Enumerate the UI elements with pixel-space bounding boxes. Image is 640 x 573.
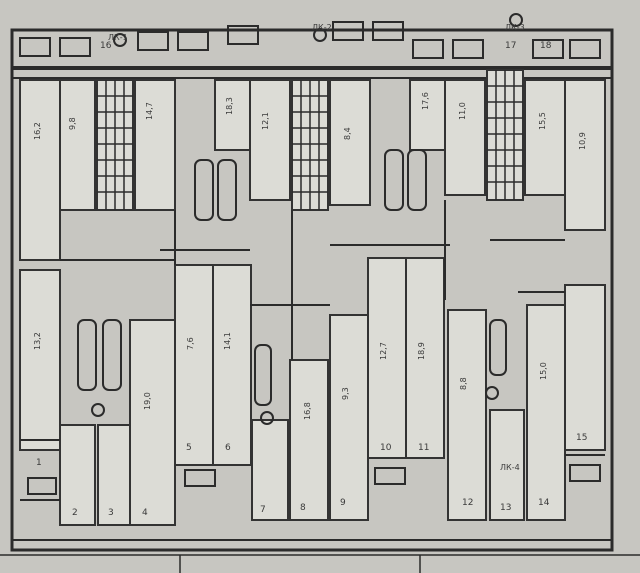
room-area-label: 18,9 [417,342,426,360]
room-area-label: 19,0 [143,392,152,410]
bath-fixtures [77,13,523,425]
room-area-label: 17,6 [421,92,430,110]
room-area-label: 8,4 [343,127,352,140]
room [444,79,486,196]
room [129,319,176,526]
room-area-label: 12,1 [261,112,270,130]
room [524,79,566,196]
room [447,309,487,521]
upper-rooms [19,79,606,261]
room-number-label: 6 [225,443,231,453]
room [97,424,131,526]
room-number-label: 11 [418,443,429,453]
room-number-label: 14 [538,498,550,508]
room-number-label: 3 [108,508,114,518]
room-number-label: 1 [36,458,42,468]
room-area-label: 14,1 [223,332,232,350]
room-number-label: 10 [380,443,392,453]
room-area-label: 11,0 [458,102,467,120]
lower-rooms [19,257,606,526]
room-area-label: 12,7 [379,342,388,360]
room-number-label: 9 [340,498,346,508]
room-number-label: 5 [186,443,192,453]
room [367,257,407,459]
room [564,79,606,231]
stair-label: ЛК-3 [505,23,525,32]
partitions [20,200,605,501]
room-area-label: 16,2 [33,122,42,140]
room-area-label: 7,6 [186,337,195,350]
room [249,79,291,201]
room-area-label: 9,8 [68,117,77,130]
room [564,284,606,451]
room [59,79,96,211]
room [174,264,214,466]
room-area-label: 14,7 [145,102,154,120]
room [329,314,369,521]
room [489,409,525,521]
room [19,269,61,451]
room [409,79,446,151]
room [134,79,176,211]
room-number-label: 17 [505,41,516,51]
stair-cores [96,69,524,211]
stair-label: ЛК-4 [500,463,520,472]
room [329,79,371,206]
room [19,79,61,261]
stair-label: ЛК-2 [312,23,332,32]
room-number-label: 4 [142,508,148,518]
room-number-label: 18 [540,41,552,51]
room-area-label: 9,3 [341,387,350,400]
room-number-label: 8 [300,503,306,513]
room [526,304,566,521]
room-number-label: 7 [260,505,266,515]
room [212,264,252,466]
room-area-label: 13,2 [33,332,42,350]
sheet-border [0,554,640,573]
room-number-label: 13 [500,503,511,513]
window-blocks [19,21,601,495]
room [214,79,251,151]
stair-label: ЛК-1 [108,33,128,42]
room [289,359,329,521]
room-number-label: 12 [462,498,473,508]
room-number-label: 15 [576,433,587,443]
room-area-label: 8,8 [459,377,468,390]
room [405,257,445,459]
room-area-label: 10,9 [578,132,587,150]
room-area-label: 15,0 [539,362,548,380]
room-number-label: 2 [72,508,78,518]
room-area-label: 15,5 [538,112,547,130]
room-number-label: 16 [100,41,112,51]
room [251,419,289,521]
room-area-label: 16,8 [303,402,312,420]
room-area-label: 18,3 [225,97,234,115]
room [59,424,96,526]
